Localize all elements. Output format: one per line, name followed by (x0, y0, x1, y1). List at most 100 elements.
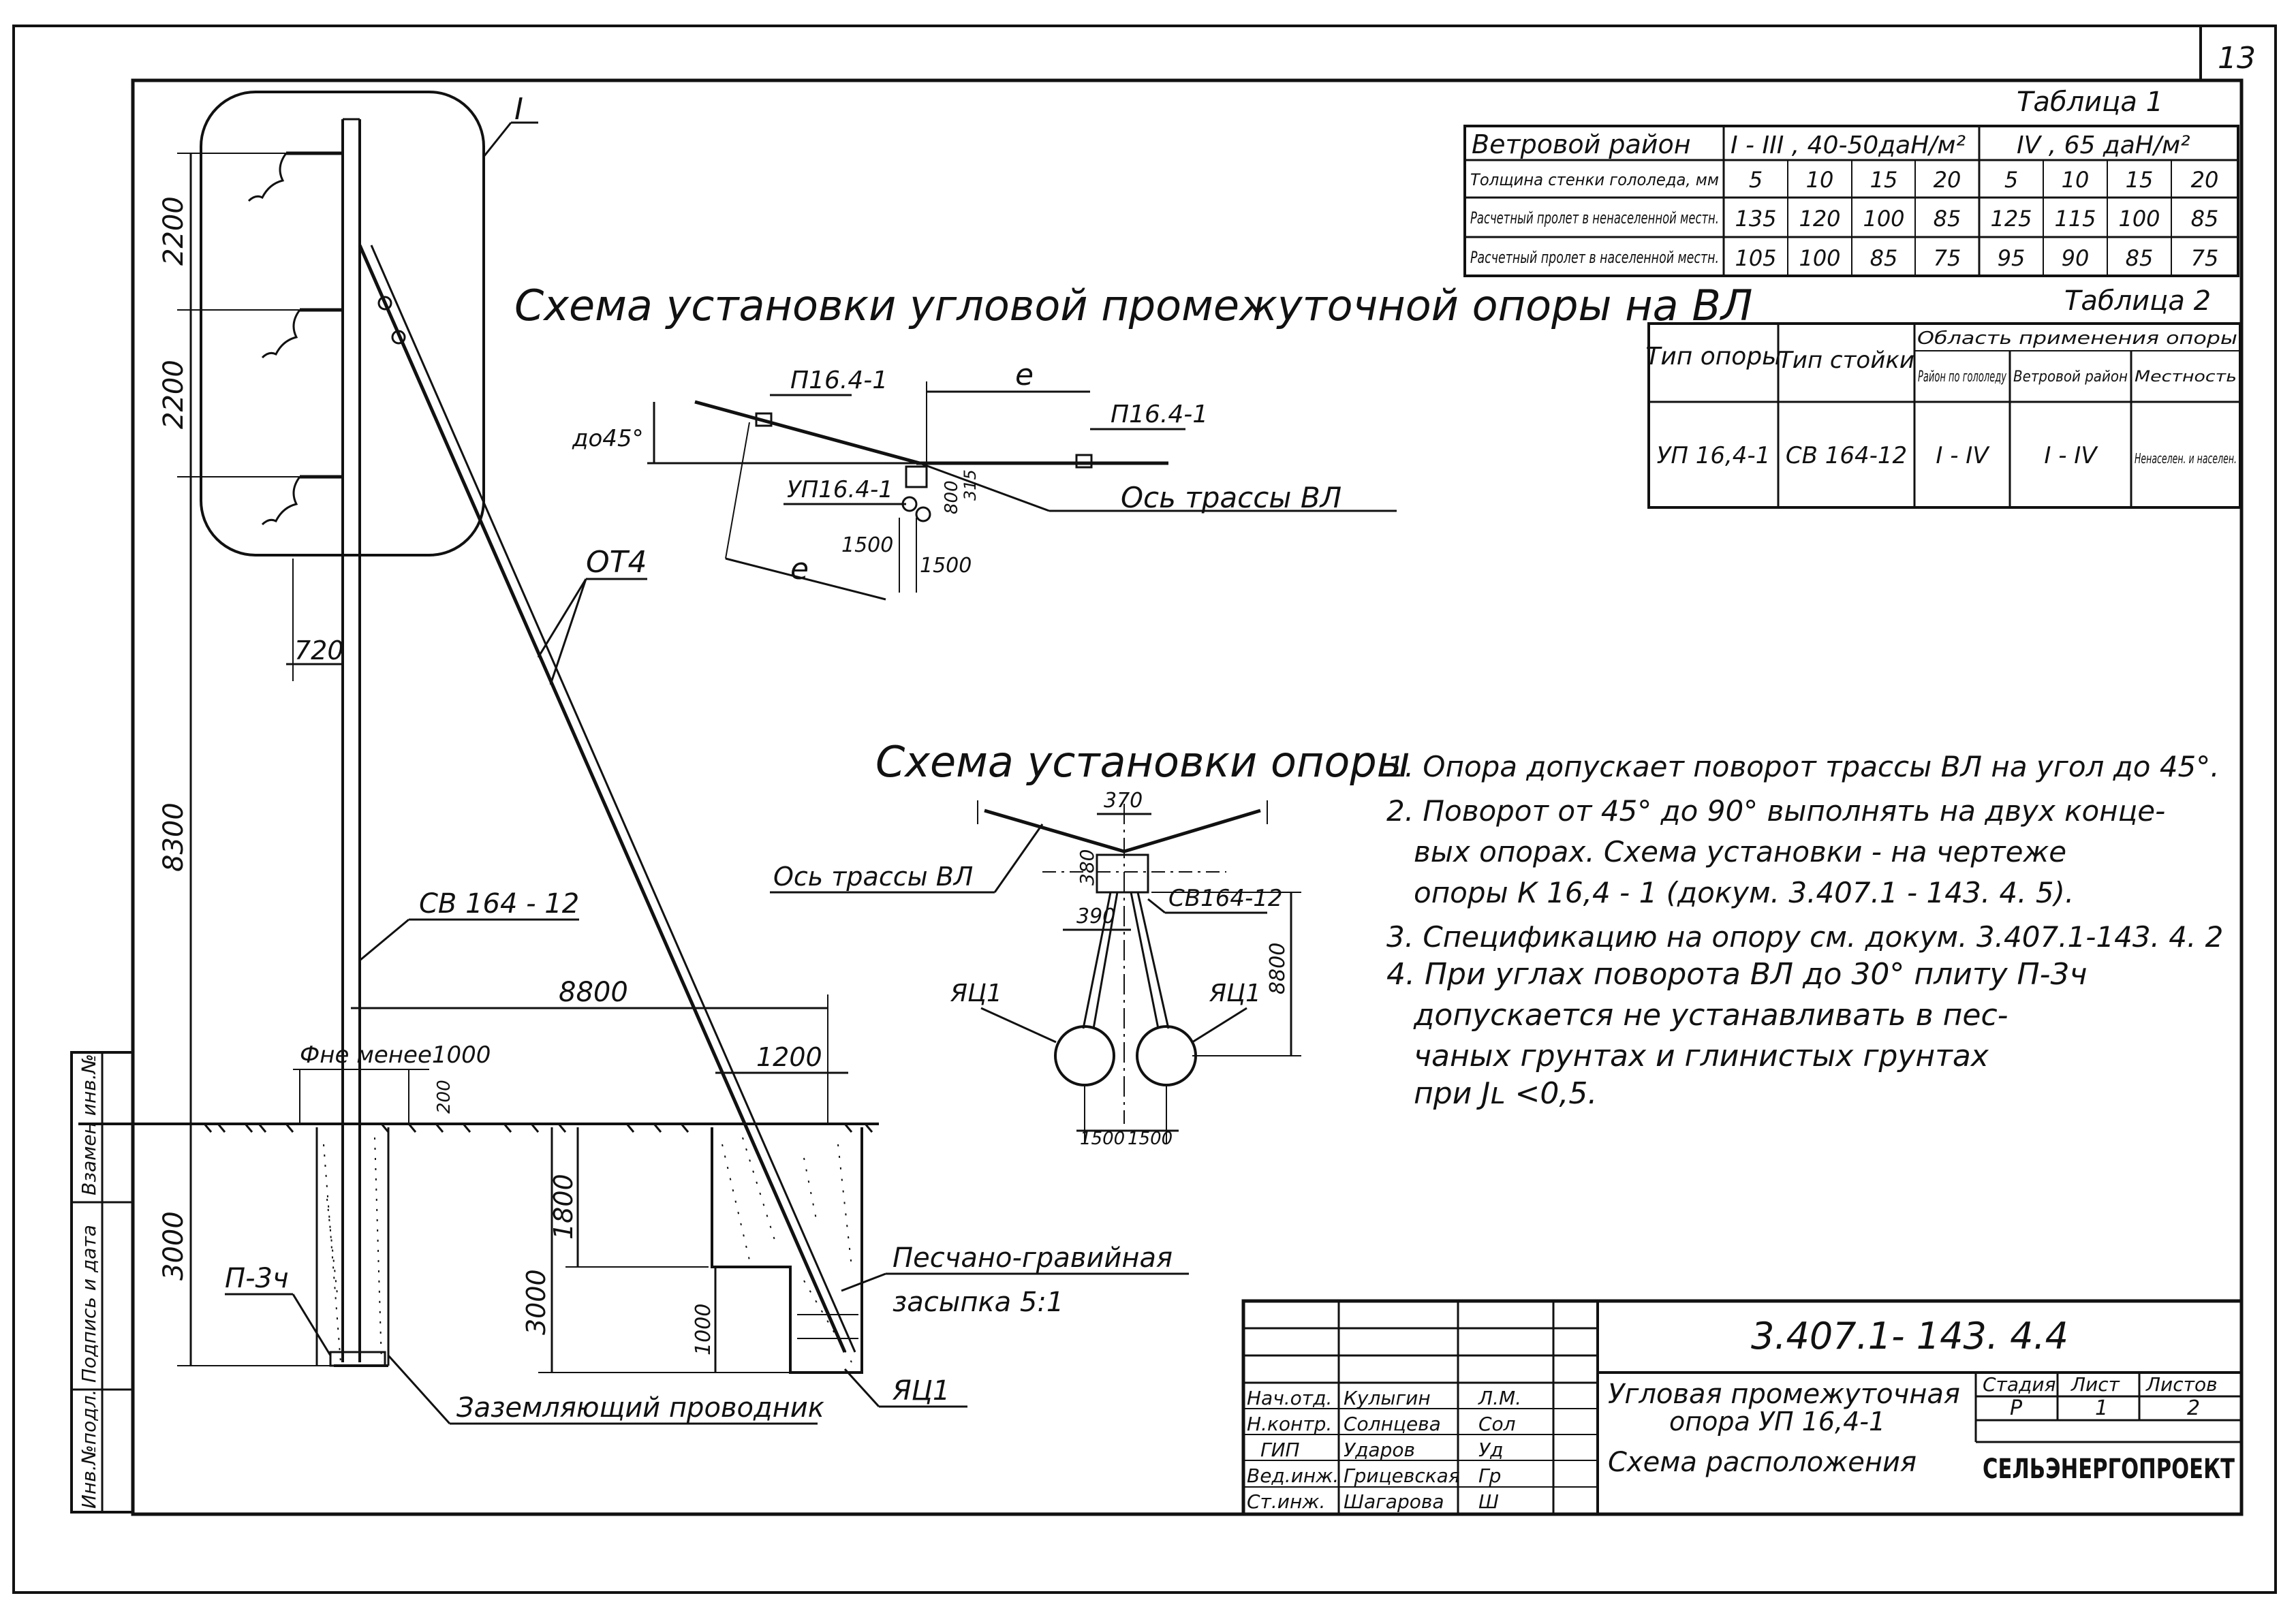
doc-name-line2: опора УП 16,4-1 (1669, 1407, 1885, 1437)
fill-ratio-label: засыпка 5:1 (893, 1287, 1064, 1318)
table2-col2-header: Тип стойки (1778, 347, 1914, 374)
table1-cell: 20 (1934, 167, 1961, 193)
table1-cell: 10 (2062, 167, 2090, 193)
role-label: Вед.инж. (1247, 1464, 1339, 1487)
ot4-label: ОТ4 (586, 545, 647, 580)
crossarm-bottom (261, 475, 343, 526)
callout-i-label: I (514, 92, 523, 127)
install-dim-1500-right: 1500 (1128, 1129, 1173, 1149)
plan-dim-1500-right: 1500 (920, 554, 972, 578)
dim-2200-mid: 2200 (158, 360, 189, 429)
dim-200: 200 (434, 1080, 454, 1114)
pole-pit (315, 1127, 390, 1367)
person-name: Кулыгин (1344, 1387, 1431, 1409)
plan-dim-800: 800 (942, 480, 962, 514)
table1-cell: 85 (2126, 245, 2154, 271)
dim-1000: 1000 (692, 1304, 715, 1355)
side-stamp-label: Взамен инв.№ (78, 1054, 100, 1195)
install-scheme-title: Схема установки опоры (875, 737, 1410, 787)
crossarm-middle (261, 308, 343, 359)
plan-route (647, 400, 1397, 522)
note-line: опоры К 16,4 - 1 (докум. 3.407.1 - 143. … (1414, 876, 2074, 909)
rack-label: СВ 164 - 12 (419, 888, 579, 920)
install-rack-label: СВ164-12 (1168, 885, 1283, 912)
table1-cell: 120 (1799, 206, 1840, 232)
signature: Сол (1478, 1413, 1516, 1435)
dim-3000-right: 3000 (521, 1269, 551, 1335)
anchor-pit (711, 1127, 863, 1374)
ground-line (78, 1123, 879, 1133)
table1-row-label: Расчетный пролет в ненаселенной местн. (1470, 208, 1719, 228)
table1-cell: 95 (1998, 245, 2026, 271)
table1-cell: 100 (1863, 206, 1904, 232)
side-stamp: Инв.№подл. Подпись и дата Взамен инв.№ (70, 1051, 134, 1514)
table2-sub2: Ветровой район (2013, 369, 2128, 386)
doc-name-line1: Угловая промежуточная (1608, 1379, 1960, 1410)
table1-cell: 90 (2062, 245, 2090, 271)
dim-1800: 1800 (548, 1174, 578, 1240)
table2-cell: СВ 164-12 (1786, 442, 1907, 469)
plan-dim-1500-left: 1500 (841, 533, 893, 557)
dim-2200-top: 2200 (158, 196, 189, 266)
pole (341, 118, 361, 1362)
outer-frame (12, 25, 2277, 1594)
person-name: Грицевская (1344, 1464, 1460, 1487)
table1-row-label: Толщина стенки гололеда, мм (1470, 170, 1719, 189)
sheet-number: 13 (2218, 41, 2256, 76)
install-diagram (977, 800, 1268, 1124)
stage-header: Стадия (1983, 1373, 2055, 1396)
install-anchor-left: ЯЦ1 (950, 979, 1002, 1007)
table2-title: Таблица 2 (2064, 285, 2211, 317)
role-label: Н.контр. (1247, 1413, 1332, 1435)
plan-p2-label: П16.4-1 (1111, 401, 1208, 428)
table1-cell: 85 (1934, 206, 1961, 232)
angle-label: до45° (572, 425, 644, 452)
table1-cell: 5 (2004, 167, 2018, 193)
table2-sub1: Район по гололеду (1918, 369, 2007, 386)
table-2: Таблица 2 Тип опоры Тип стойки Область п… (1645, 285, 2241, 509)
anchor-label: ЯЦ1 (892, 1375, 950, 1407)
signature: Ш (1478, 1490, 1499, 1513)
plan-e-bottom: е (790, 552, 809, 586)
table1-group1: I - III , 40-50даН/м² (1731, 131, 1966, 159)
table2-cell: УП 16,4-1 (1657, 442, 1771, 469)
table1-group2: IV , 65 даН/м² (2017, 131, 2190, 159)
install-dim-1500-left: 1500 (1080, 1129, 1125, 1149)
table-1: Таблица 1 Ветровой район I - III , 40-50… (1463, 87, 2239, 277)
doc-name-line3: Схема расположения (1608, 1447, 1917, 1478)
side-stamp-label: Подпись и дата (78, 1225, 100, 1383)
role-label: Нач.отд. (1247, 1387, 1332, 1409)
person-name: Шагарова (1344, 1490, 1444, 1513)
note-line: допускается не устанавливать в пес- (1413, 998, 2008, 1033)
table2-cell: Ненаселен. и населен. (2135, 450, 2237, 467)
signature: Уд (1478, 1439, 1503, 1461)
note-line: вых опорах. Схема установки - на чертеже (1414, 835, 2066, 868)
dim-3000-left: 3000 (158, 1211, 189, 1281)
table1-cell: 100 (2118, 206, 2160, 232)
table1-cell: 15 (2126, 167, 2154, 193)
note-line: чаных грунтах и глинистых грунтах (1414, 1039, 1989, 1073)
plan-yp-label: УП16.4-1 (787, 476, 893, 503)
table1-header-label: Ветровой район (1472, 129, 1691, 159)
main-scheme-title: Схема установки угловой промежуточной оп… (514, 281, 1753, 330)
sheets-value: 2 (2187, 1396, 2200, 1420)
plan-p1-label: П16.4-1 (790, 366, 888, 394)
table1-cell: 85 (2191, 206, 2219, 232)
dim-8800: 8800 (559, 977, 628, 1008)
fill-label: Песчано-гравийная (893, 1242, 1173, 1274)
table1-row-label: Расчетный пролет в населенной местн. (1470, 248, 1719, 267)
note-line: при Jʟ <0,5. (1414, 1076, 1597, 1111)
table2-col1-header: Тип опоры (1645, 343, 1781, 371)
sheet-header: Лист (2070, 1373, 2120, 1396)
dim-8300: 8300 (158, 802, 189, 872)
table1-cell: 100 (1799, 245, 1840, 271)
table1-title: Таблица 1 (2017, 87, 2163, 118)
crossarm-top (247, 151, 343, 202)
dim-1200: 1200 (756, 1042, 822, 1072)
pit-diameter-label: Фне менее1000 (300, 1041, 491, 1069)
doc-code: 3.407.1- 143. 4.4 (1751, 1315, 2068, 1358)
table1-cell: 105 (1735, 245, 1776, 271)
table1-cell: 115 (2054, 206, 2096, 232)
plan-axis-label: Ось трассы ВЛ (1121, 481, 1341, 514)
